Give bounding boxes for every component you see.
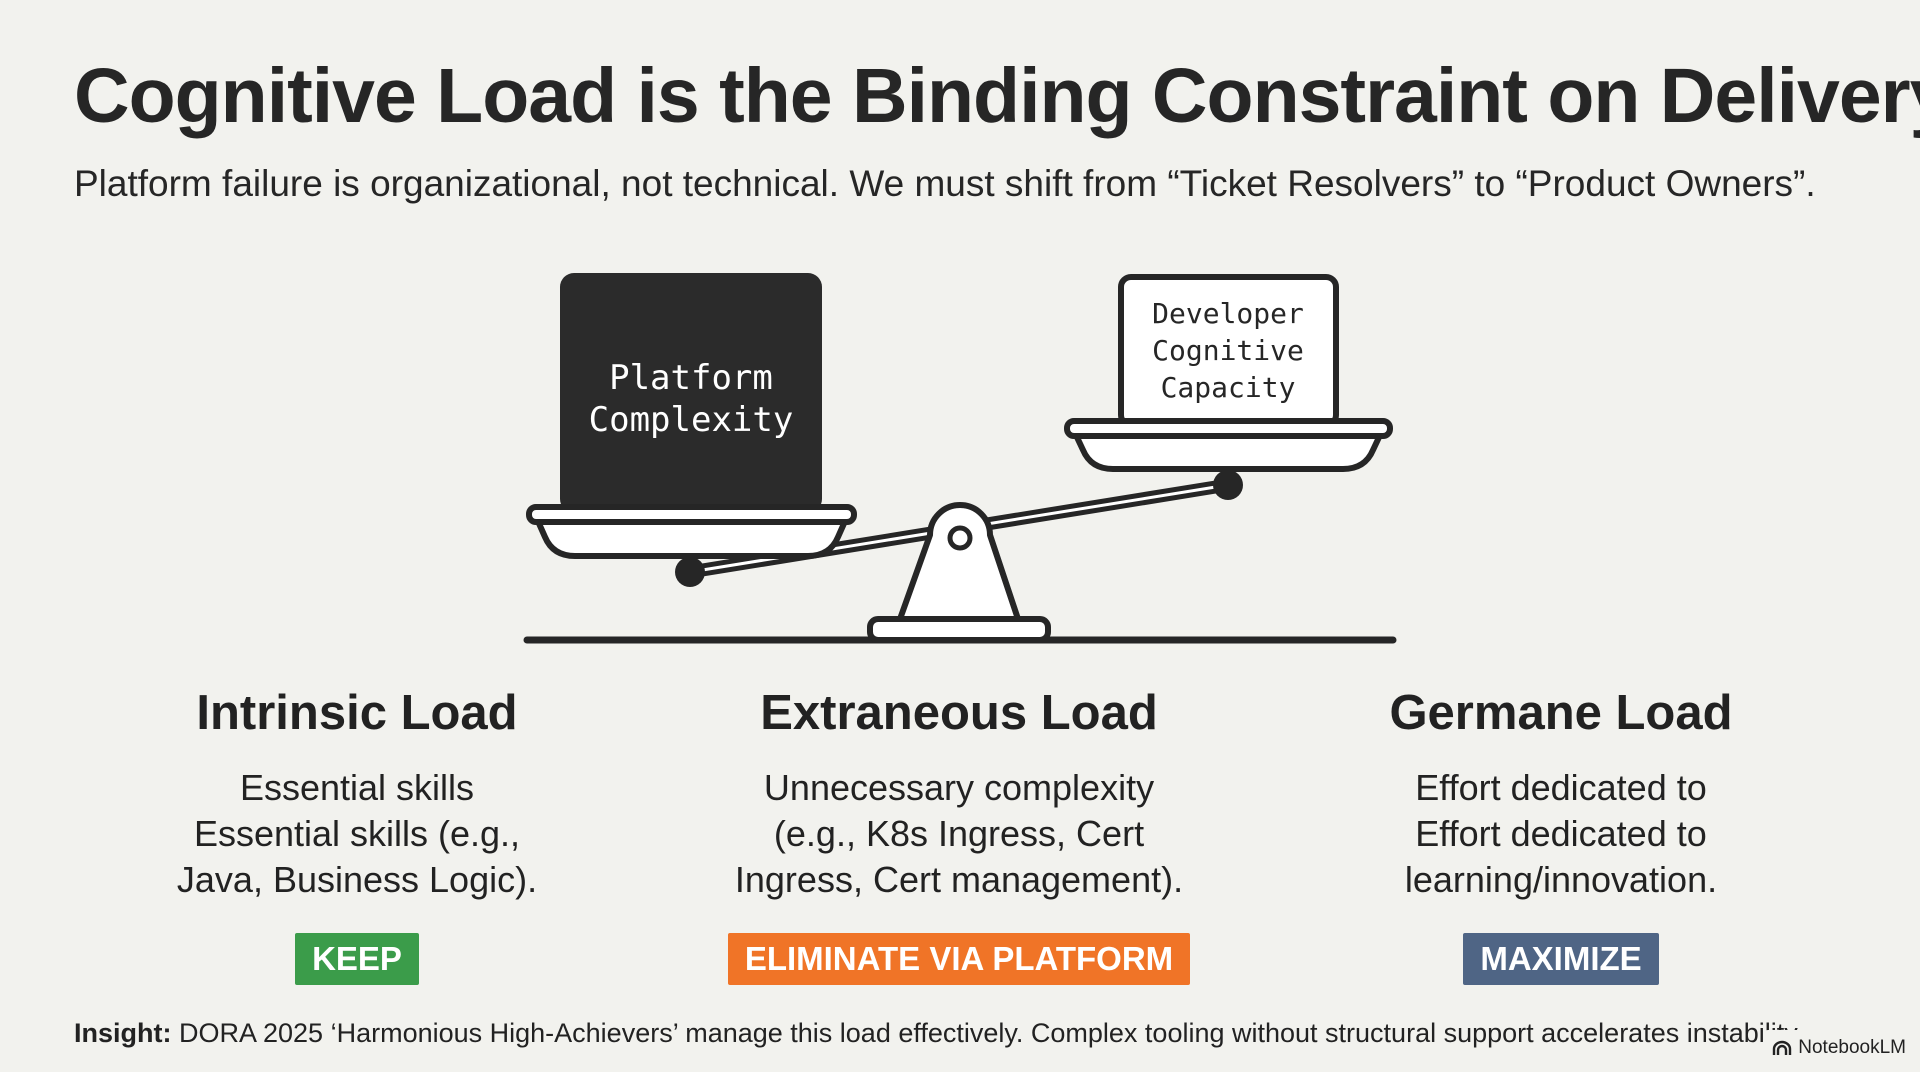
- left-block-line-2: Complexity: [589, 400, 794, 440]
- right-block-line-3: Capacity: [1161, 371, 1296, 404]
- intrinsic-load-column: Intrinsic Load Essential skills Essentia…: [97, 685, 617, 985]
- left-pan: Platform Complexity: [529, 273, 854, 587]
- extraneous-load-description: Unnecessary complexity (e.g., K8s Ingres…: [699, 765, 1219, 903]
- extraneous-load-column: Extraneous Load Unnecessary complexity (…: [699, 685, 1219, 985]
- notebooklm-logo-icon: [1772, 1040, 1792, 1056]
- intrinsic-load-heading: Intrinsic Load: [97, 685, 617, 747]
- maximize-badge: MAXIMIZE: [1463, 933, 1658, 985]
- left-pan-joint: [675, 557, 705, 587]
- right-pan-joint: [1213, 470, 1243, 500]
- description-line: learning/innovation.: [1301, 857, 1821, 903]
- right-block-line-2: Cognitive: [1152, 334, 1304, 367]
- intrinsic-load-description: Essential skills Essential skills (e.g.,…: [97, 765, 617, 903]
- description-line: Ingress, Cert management).: [699, 857, 1219, 903]
- insight-footer: Insight: DORA 2025 ‘Harmonious High-Achi…: [74, 1018, 1803, 1049]
- description-line: Effort dedicated to: [1301, 765, 1821, 811]
- description-line: (e.g., K8s Ingress, Cert: [699, 811, 1219, 857]
- description-line: Java, Business Logic).: [97, 857, 617, 903]
- description-line: Effort dedicated to: [1301, 811, 1821, 857]
- left-block-line-1: Platform: [609, 358, 773, 398]
- description-line: Unnecessary complexity: [699, 765, 1219, 811]
- scale-base: [870, 619, 1048, 640]
- insight-text: DORA 2025 ‘Harmonious High-Achievers’ ma…: [171, 1018, 1803, 1048]
- description-line: Essential skills: [97, 765, 617, 811]
- extraneous-load-heading: Extraneous Load: [699, 685, 1219, 747]
- germane-load-heading: Germane Load: [1301, 685, 1821, 747]
- fulcrum-pivot: [950, 528, 970, 548]
- notebooklm-watermark: NotebookLM: [1764, 1030, 1920, 1066]
- germane-load-description: Effort dedicated to Effort dedicated to …: [1301, 765, 1821, 903]
- insight-label: Insight:: [74, 1018, 171, 1048]
- watermark-text: NotebookLM: [1798, 1037, 1906, 1059]
- right-block-line-1: Developer: [1152, 297, 1304, 330]
- eliminate-via-platform-badge: ELIMINATE VIA PLATFORM: [728, 933, 1190, 985]
- germane-load-column: Germane Load Effort dedicated to Effort …: [1301, 685, 1821, 985]
- description-line: Essential skills (e.g.,: [97, 811, 617, 857]
- right-pan: Developer Cognitive Capacity: [1067, 277, 1390, 500]
- keep-badge: KEEP: [295, 933, 419, 985]
